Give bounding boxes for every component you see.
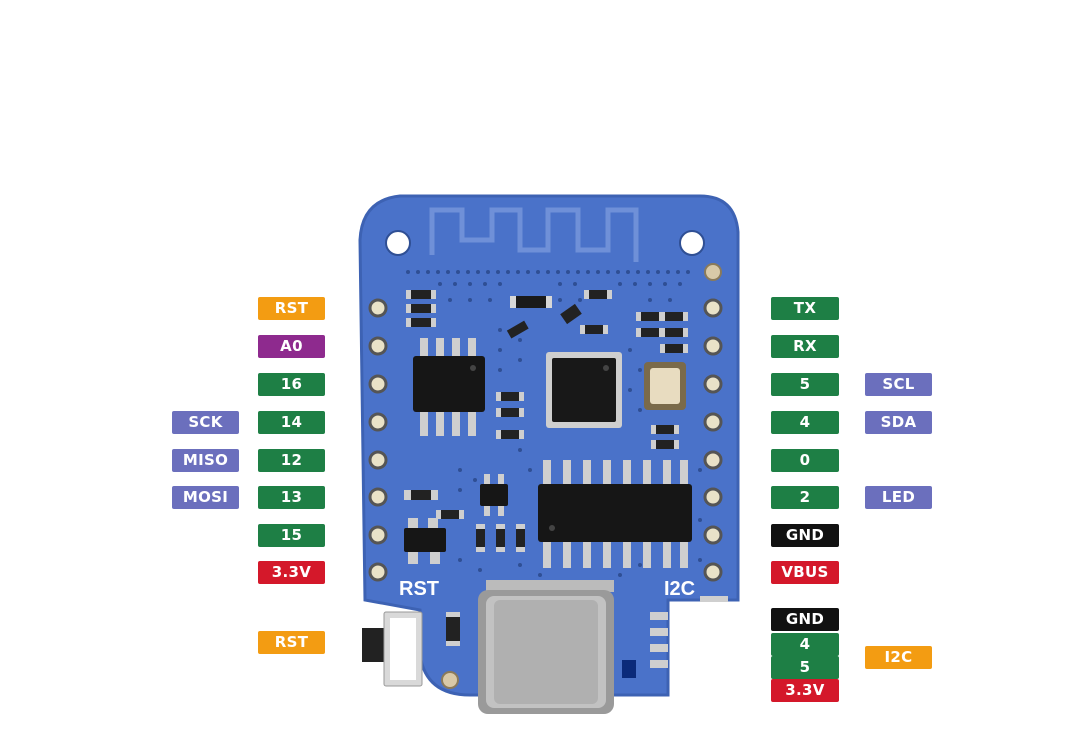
pin-label-a0: A0	[258, 335, 325, 358]
pin-label-vbus: VBUS	[771, 561, 839, 584]
pin-hole-3v3	[368, 562, 388, 582]
pin-hole-12	[368, 450, 388, 470]
smd-components	[404, 290, 688, 678]
function-label-miso: MISO	[172, 449, 239, 472]
i2c-label-3v3: 3.3V	[771, 679, 839, 702]
function-label-mosi: MOSI	[172, 486, 239, 509]
pin-label-rst: RST	[258, 297, 325, 320]
pin-label-12: 12	[258, 449, 325, 472]
function-label-scl: SCL	[865, 373, 932, 396]
function-label-led: LED	[865, 486, 932, 509]
pin-hole-a0	[368, 336, 388, 356]
pin-hole-0	[703, 450, 723, 470]
silk-i2c-label: I2C	[664, 578, 696, 600]
reset-switch	[362, 611, 423, 687]
pin-hole-vbus	[703, 562, 723, 582]
pin-label-5: 5	[771, 373, 839, 396]
pin-label-0: 0	[771, 449, 839, 472]
pin-label-3v3: 3.3V	[258, 561, 325, 584]
function-label-sck: SCK	[172, 411, 239, 434]
pcb-board	[358, 194, 740, 714]
pin-label-16: 16	[258, 373, 325, 396]
pin-hole-rst	[368, 298, 388, 318]
mounting-hole-right	[679, 230, 705, 256]
function-label-sda: SDA	[865, 411, 932, 434]
i2c-connector-pads	[650, 596, 728, 668]
pin-label-2: 2	[771, 486, 839, 509]
pin-hole-5	[703, 374, 723, 394]
pin-hole-14	[368, 412, 388, 432]
pin-label-tx: TX	[771, 297, 839, 320]
mounting-hole-left	[385, 230, 411, 256]
i2c-label-5: 5	[771, 656, 839, 679]
pin-hole-4	[703, 412, 723, 432]
pin-label-13: 13	[258, 486, 325, 509]
chip-esp-qfn	[546, 352, 622, 428]
pin-label-gnd: GND	[771, 524, 839, 547]
voltage-regulator	[404, 518, 446, 564]
i2c-label-4: 4	[771, 633, 839, 656]
pin-label-rx: RX	[771, 335, 839, 358]
chip-left-sop8	[413, 338, 485, 436]
i2c-connector-title: I2C	[865, 646, 932, 669]
pin-hole-2	[703, 487, 723, 507]
crystal	[644, 362, 686, 410]
pin-hole-13	[368, 487, 388, 507]
pin-label-15: 15	[258, 524, 325, 547]
pin-hole-16	[368, 374, 388, 394]
transistor-sot	[480, 474, 508, 516]
button-label-rst: RST	[258, 631, 325, 654]
chip-usb-serial	[538, 460, 692, 568]
pin-label-4: 4	[771, 411, 839, 434]
i2c-label-gnd: GND	[771, 608, 839, 631]
pin-hole-gnd	[703, 525, 723, 545]
pin-hole-15	[368, 525, 388, 545]
usb-c-connector	[478, 580, 614, 714]
silk-rst-label: RST	[399, 578, 439, 600]
pin-hole-tx	[703, 298, 723, 318]
pin-label-14: 14	[258, 411, 325, 434]
pin-hole-rx	[703, 336, 723, 356]
